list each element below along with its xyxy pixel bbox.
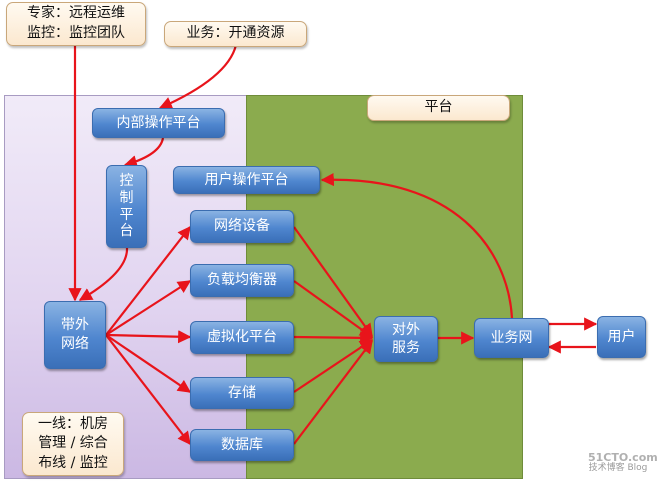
watermark-sub: 技术博客 Blog xyxy=(588,463,648,474)
arrow-oob-to-virtualization xyxy=(105,330,192,344)
oob-network-box[interactable]: 带外 网络 xyxy=(44,301,106,369)
database-box[interactable]: 数据库 xyxy=(190,429,294,461)
load-balancer-box[interactable]: 负载均衡器 xyxy=(190,264,294,297)
arrow-database-to-external xyxy=(293,339,373,445)
arrow-internal-to-control xyxy=(123,137,165,169)
business-network-box[interactable]: 业务网 xyxy=(474,318,549,358)
watermark-brand: 51CTO.com xyxy=(588,451,658,464)
storage-box[interactable]: 存储 xyxy=(190,377,294,409)
platform-label: 平台 xyxy=(367,95,510,121)
user-box[interactable]: 用户 xyxy=(597,316,646,358)
site-watermark: 51CTO.com 技术博客 Blog xyxy=(588,451,658,474)
expert-monitoring-note: 专家：远程运维 监控：监控团队 xyxy=(6,2,146,46)
arrow-network-to-external xyxy=(293,226,373,338)
frontline-note: 一线：机房 管理 / 综合 布线 / 监控 xyxy=(22,412,124,476)
arrow-business-to-internal xyxy=(158,44,238,110)
network-equipment-box[interactable]: 网络设备 xyxy=(190,210,294,243)
internal-ops-platform-box[interactable]: 内部操作平台 xyxy=(92,108,225,138)
arrow-oob-to-network xyxy=(105,225,191,336)
arrow-loadbalancer-to-external xyxy=(293,280,374,338)
arrow-oob-to-loadbalancer xyxy=(105,280,192,336)
arrow-virtualization-to-external xyxy=(293,331,374,345)
control-platform-box[interactable]: 控 制 平 台 xyxy=(106,165,147,248)
arrow-storage-to-external xyxy=(293,339,374,393)
user-ops-platform-box[interactable]: 用户操作平台 xyxy=(173,166,320,194)
external-service-box[interactable]: 对外 服务 xyxy=(374,316,438,362)
arrow-oob-to-storage xyxy=(105,334,192,393)
arrow-oob-to-database xyxy=(105,334,191,446)
virtualization-platform-box[interactable]: 虚拟化平台 xyxy=(190,321,294,354)
arrow-business-to-useropsplatform xyxy=(320,172,514,319)
business-provisioning-note: 业务：开通资源 xyxy=(164,21,307,47)
arrow-control-to-oob xyxy=(78,247,129,301)
